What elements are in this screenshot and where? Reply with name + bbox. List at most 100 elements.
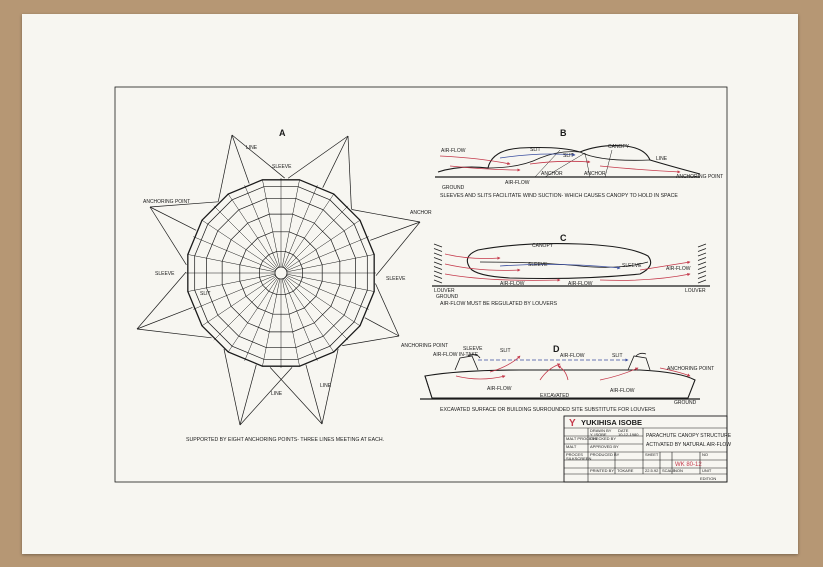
caption-d: EXCAVATED SURFACE OR BUILDING SURROUNDED…	[440, 407, 656, 413]
b-ground-label: GROUND	[442, 185, 465, 191]
drawing-border	[114, 86, 728, 483]
louver-left	[433, 243, 443, 284]
c-air-flow-label-2: AIR-FLOW	[568, 281, 593, 287]
anchor-line	[231, 134, 250, 184]
louver-slat	[697, 252, 707, 257]
canopy-spoke	[187, 273, 276, 292]
anchor-line	[347, 135, 352, 210]
title-block	[563, 415, 728, 483]
d-sleeve-label: SLEEVE	[463, 346, 483, 352]
c-air-flow-label-1: AIR-FLOW	[500, 281, 525, 287]
anchor-line	[149, 201, 219, 208]
anchor-line	[217, 134, 233, 202]
canopy-spoke	[285, 220, 361, 270]
canopy-spoke	[284, 277, 334, 353]
canopy-spoke	[201, 276, 277, 326]
canopy-spokes	[186, 178, 376, 368]
canopy-spoke	[281, 179, 300, 268]
tb-scale: SCALE	[662, 468, 675, 473]
tb-sheet: SHEET	[645, 452, 659, 457]
b-canopy-label: CANOPY	[608, 144, 630, 150]
b-air-flow-label: AIR-FLOW	[441, 148, 466, 154]
c-louver-label-right: LOUVER	[685, 288, 706, 294]
tb-proces: PROCES	[566, 452, 583, 457]
slit-label: SLIT	[200, 291, 211, 297]
louver-slat	[433, 243, 443, 248]
canopy-spoke	[187, 254, 276, 273]
sleeve-label-left: SLEEVE	[155, 271, 175, 277]
tb-malt-process: MALT PROCESS	[566, 436, 597, 441]
canopy-spoke	[285, 205, 349, 269]
canopy-spoke	[193, 236, 276, 271]
tb-drawn-by: DRAWN BY	[590, 428, 612, 433]
anchor-line	[231, 134, 285, 179]
tb-scale-value: NON	[674, 468, 683, 473]
figure-b-label: B	[560, 128, 567, 138]
c-air-flow-label-right: AIR-FLOW	[666, 266, 691, 272]
louver-slat	[697, 270, 707, 275]
b-line-label: LINE	[656, 156, 668, 162]
louver-slat	[433, 270, 443, 275]
line-label-bottom-left: LINE	[271, 391, 283, 397]
louver-slat	[433, 261, 443, 266]
anchoring-point-label-right: ANCHORING POINT	[401, 343, 448, 349]
louver-slat	[697, 279, 707, 284]
canopy-spoke	[228, 277, 278, 353]
louver-slat	[433, 252, 443, 257]
d-air-flow-label-right: AIR-FLOW	[610, 388, 635, 394]
anchor-line	[223, 348, 241, 426]
canopy-spoke	[213, 205, 277, 269]
louver-slat	[697, 261, 707, 266]
anchor-line	[321, 348, 339, 425]
louver-slat	[433, 266, 443, 270]
drawing-sheet	[22, 14, 798, 554]
canopy-spoke	[193, 275, 276, 310]
b-anchor-label-2: ANCHOR	[584, 171, 606, 177]
anchor-line	[239, 364, 257, 426]
figure-d-label: D	[553, 344, 560, 354]
c-sleeve-label-2: SLEEVE	[622, 263, 642, 269]
tb-date: DATE	[618, 428, 629, 433]
sleeve-label-top: SLEEVE	[272, 164, 292, 170]
louver-slat	[697, 243, 707, 248]
anchor-line	[149, 206, 187, 265]
line-label-bottom-right: LINE	[320, 383, 332, 389]
figure-a-label: A	[279, 128, 286, 138]
tb-silkscreen: SILKSCREEN	[566, 456, 591, 461]
anchor-line	[351, 209, 421, 223]
anchor-line	[375, 283, 400, 337]
canopy-spoke	[262, 179, 281, 268]
canopy-center	[274, 266, 288, 280]
anchor-line	[136, 328, 212, 339]
tb-printed-by: PRINTED BY	[590, 468, 614, 473]
drawing-number: WK 80-12	[675, 462, 702, 468]
title-line-2: ACTIVATED BY NATURAL AIR-FLOW	[646, 442, 731, 448]
tb-printed-date: 22.5.92	[645, 468, 659, 473]
d-anchoring-point-label: ANCHORING POINT	[667, 366, 714, 372]
louver-slat	[433, 257, 443, 261]
tb-produced-by: PRODUCED BY	[590, 452, 620, 457]
tb-drawn-name: Y. ISOBE	[590, 432, 607, 437]
louver-slat	[433, 248, 443, 252]
canopy-spoke	[201, 220, 277, 270]
anchor-line	[136, 271, 187, 330]
canopy-spoke	[283, 185, 318, 268]
title-line-1: PARACHUTE CANOPY STRUCTURE	[646, 433, 732, 439]
c-ground-label: GROUND	[436, 294, 459, 300]
b-slit-label-1: SLIT	[530, 147, 541, 153]
c-canopy-label: CANOPY	[532, 243, 554, 249]
anchor-line	[305, 364, 323, 425]
tb-edition: EDITION	[700, 476, 716, 481]
c-louver-label-left: LOUVER	[434, 288, 455, 294]
caption-c: AIR-FLOW MUST BE REGULATED BY LOUVERS	[440, 301, 558, 307]
anchor-line	[364, 317, 400, 337]
canopy-spoke	[281, 278, 300, 367]
d-air-flow-label-left: AIR-FLOW	[487, 386, 512, 392]
caption-b: SLEEVES AND SLITS FACILITATE WIND SUCTIO…	[440, 193, 678, 199]
tb-unit: UNIT	[702, 468, 712, 473]
canopy-spoke	[286, 254, 375, 273]
figure-a-plan	[136, 134, 421, 426]
anchoring-point-label-left: ANCHORING POINT	[143, 199, 190, 205]
anchor-line	[370, 221, 421, 241]
